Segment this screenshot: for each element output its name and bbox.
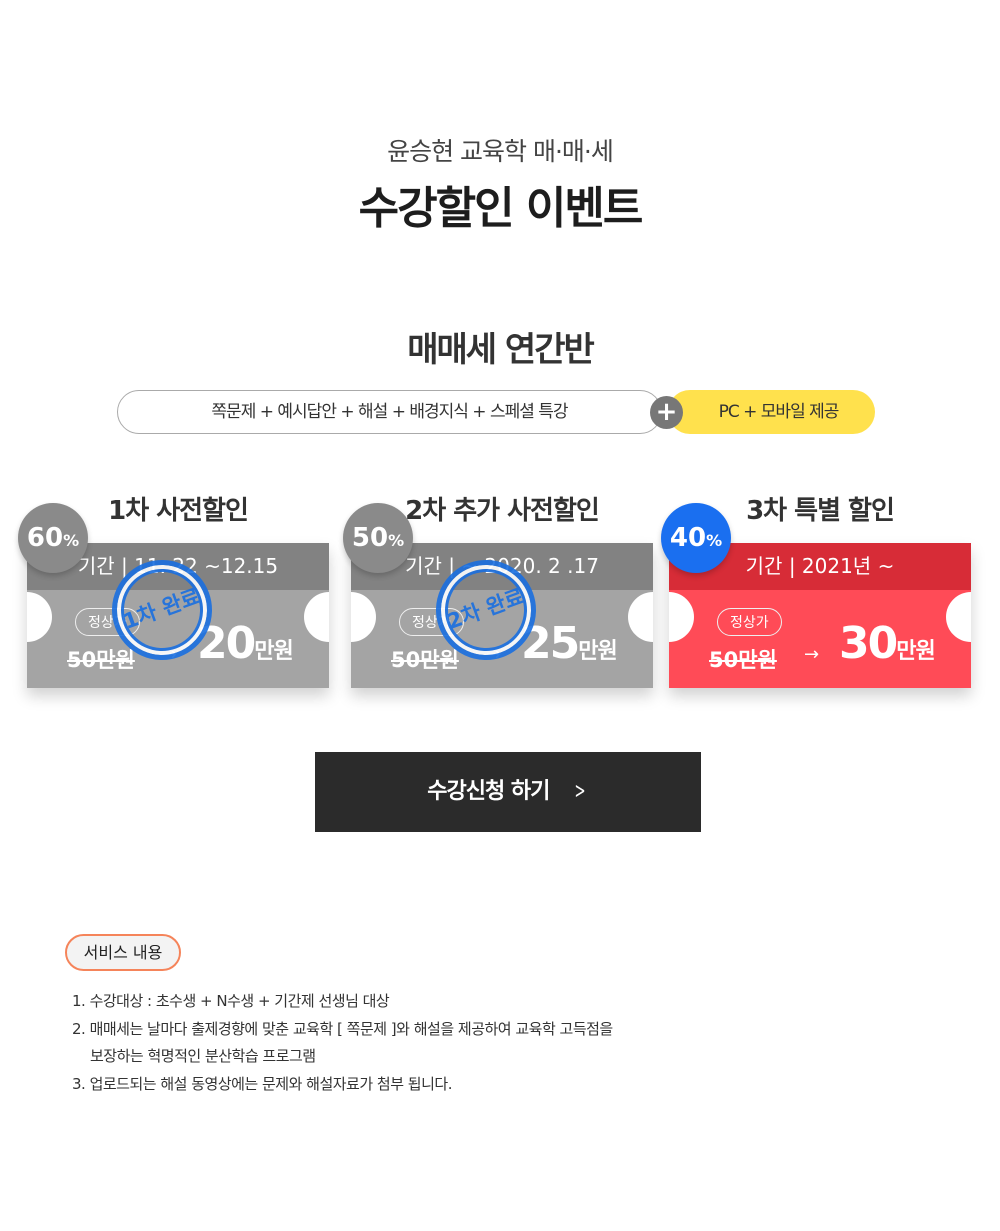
plus-icon: + — [650, 396, 683, 429]
sale-price-value: 25 — [521, 618, 580, 669]
regular-price-label: 정상가 — [75, 608, 140, 636]
ticket-notch — [628, 592, 653, 642]
ticket-notch — [27, 592, 52, 642]
discount-value: 50 — [351, 523, 389, 553]
event-subtitle: 윤승현 교육학 매·매·세 — [387, 137, 614, 166]
sale-price-unit: 만원 — [896, 639, 935, 664]
regular-price: 50만원 — [709, 648, 777, 672]
service-item: 3. 업로드되는 해설 동영상에는 문제와 해설자료가 첨부 됩니다. — [72, 1074, 452, 1093]
enroll-button[interactable]: 수강신청 하기 > — [315, 752, 701, 832]
service-item: 보장하는 혁명적인 분산학습 프로그램 — [90, 1047, 316, 1065]
sale-price: 30만원 — [839, 618, 936, 669]
discount-badge: 40% — [661, 503, 731, 573]
enroll-button-label: 수강신청 하기 — [427, 779, 550, 804]
regular-price: 50만원 — [67, 648, 135, 672]
ticket-notch — [351, 592, 376, 642]
discount-badge: 50% — [343, 503, 413, 573]
sale-price-unit: 만원 — [254, 639, 293, 664]
event-title: 수강할인 이벤트 — [358, 183, 644, 234]
discount-ticket: 기간 | ~ 2020. 2 .17 정상가 50만원 → 25만원 — [351, 543, 653, 688]
regular-price-label: 정상가 — [717, 608, 782, 636]
sale-price: 25만원 — [521, 618, 618, 669]
service-item: 1. 수강대상 : 초수생 + N수생 + 기간제 선생님 대상 — [72, 992, 390, 1010]
percent-sign: % — [63, 531, 80, 550]
discount-ticket: 기간 | 11. 22 ~12.15 정상가 50만원 → 20만원 — [27, 543, 329, 688]
discount-badge: 60% — [18, 503, 88, 573]
chevron-right-icon: > — [574, 779, 586, 804]
ticket-notch — [304, 592, 329, 642]
service-list: 1. 수강대상 : 초수생 + N수생 + 기간제 선생님 대상 2. 매매세는… — [72, 988, 613, 1098]
sale-price-value: 30 — [839, 618, 898, 669]
ticket-notch — [946, 592, 971, 642]
service-badge: 서비스 내용 — [65, 934, 181, 971]
regular-price-label: 정상가 — [399, 608, 464, 636]
ticket-notch — [669, 592, 694, 642]
discount-value: 60 — [26, 523, 64, 553]
discount-ticket: 기간 | 2021년 ~ 정상가 50만원 → 30만원 — [669, 543, 971, 688]
arrow-icon: → — [486, 644, 502, 665]
sale-price-unit: 만원 — [578, 639, 617, 664]
course-contents-pill: 쪽문제 + 예시답안 + 해설 + 배경지식 + 스페셜 특강 — [117, 390, 662, 434]
discount-value: 40 — [669, 523, 707, 553]
ticket-title: 2차 추가 사전할인 — [405, 496, 600, 526]
ticket-title: 1차 사전할인 — [108, 496, 249, 526]
percent-sign: % — [388, 531, 405, 550]
percent-sign: % — [706, 531, 723, 550]
course-title: 매매세 연간반 — [407, 330, 595, 370]
regular-price: 50만원 — [391, 648, 459, 672]
service-item: 2. 매매세는 날마다 출제경향에 맞춘 교육학 [ 쪽문제 ]와 해설을 제공… — [72, 1019, 613, 1038]
sale-price-value: 20 — [197, 618, 256, 669]
arrow-icon: → — [162, 644, 178, 665]
arrow-icon: → — [804, 644, 820, 665]
platform-pill: PC + 모바일 제공 — [668, 390, 875, 434]
ticket-title: 3차 특별 할인 — [746, 496, 895, 526]
sale-price: 20만원 — [197, 618, 294, 669]
